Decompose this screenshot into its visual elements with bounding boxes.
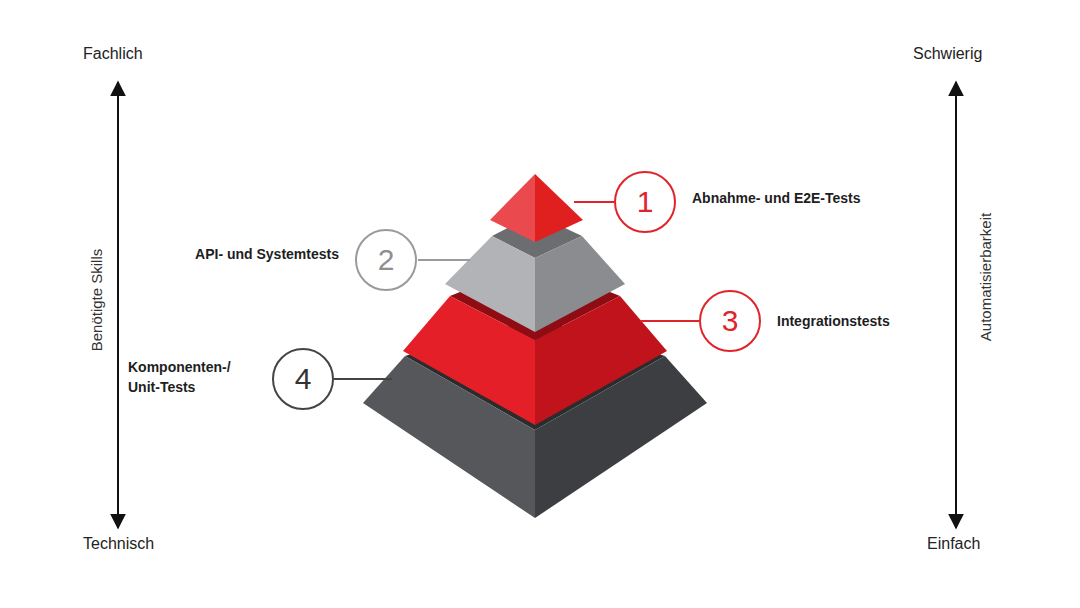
axis-end-label: Einfach [927,535,980,553]
callout-circle: 4Komponenten-/ Unit-Tests [272,348,334,410]
callout-number: 3 [722,306,739,336]
callout-number: 2 [378,245,395,275]
axis-title: Automatisierbarkeit [977,213,994,341]
test-level-label: Integrationstests [777,311,890,331]
leader-line [574,201,614,203]
callout-circle: 3Integrationstests [699,290,761,352]
test-level-label: Abnahme- und E2E-Tests [692,188,861,208]
test-level-label: API- und Systemtests [195,244,339,264]
axis-end-label: Schwierig [913,45,982,63]
callout-number: 4 [295,364,312,394]
callout-circle: 1Abnahme- und E2E-Tests [614,171,676,233]
axis-end-label: Technisch [83,535,154,553]
callout-circle: 2API- und Systemtests [355,229,417,291]
automation-axis [955,82,957,528]
pyramid-top [490,174,583,242]
axis-title: Benötigte Skills [88,249,105,352]
leader-line [418,259,470,261]
callout-number: 1 [637,187,654,217]
test-level-label: Komponenten-/ Unit-Tests [128,357,256,397]
skills-axis [117,82,119,528]
axis-end-label: Fachlich [83,45,143,63]
leader-line [640,320,699,322]
leader-line [334,378,392,380]
